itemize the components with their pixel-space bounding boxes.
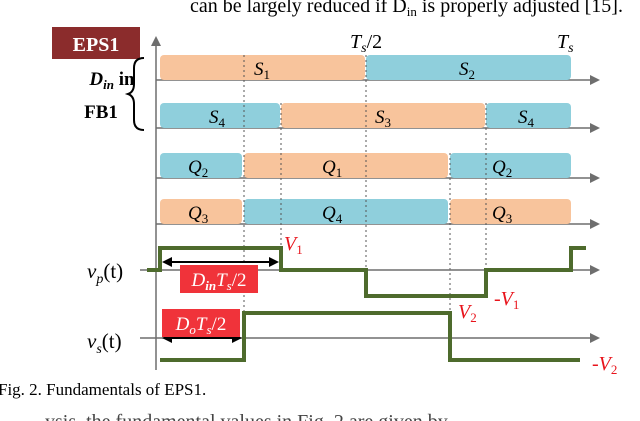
- badge-label: EPS1: [73, 34, 120, 56]
- row3-left-label: Q2: [188, 157, 208, 180]
- row1-right-label: S2: [459, 59, 475, 82]
- row1-left-label: S1: [254, 59, 270, 82]
- neg-v2-label: -V2: [592, 353, 617, 377]
- v2-label: V2: [458, 301, 477, 325]
- row3-blue-bar-right: [450, 153, 571, 178]
- row3-mid-label: Q1: [322, 157, 342, 180]
- row4-left-label: Q3: [188, 203, 208, 226]
- row3-orange-bar: [244, 153, 448, 178]
- vp-label: vp(t): [87, 259, 123, 287]
- neg-v1-label: -V1: [494, 288, 519, 312]
- do-box-label: DoTs/2: [175, 314, 227, 337]
- row3-right-label: Q2: [492, 157, 512, 180]
- row3-blue-bar-left: [160, 153, 242, 178]
- row1-orange-bar: [160, 55, 365, 80]
- row4-orange-bar-right: [450, 199, 571, 224]
- row1-blue-bar: [366, 55, 571, 80]
- din-box-label: DinTs/2: [191, 270, 247, 293]
- footer-text: ...ysis, the fundamental values in Fig. …: [30, 411, 463, 421]
- row4-blue-bar: [244, 199, 448, 224]
- vs-label: vs(t): [87, 329, 122, 357]
- fb1-label: FB1: [84, 102, 118, 123]
- curly-brace: [124, 57, 145, 131]
- vp-waveform: [147, 246, 586, 298]
- do-box: [162, 309, 240, 337]
- header-text: can be largely reduced if Din is properl…: [190, 0, 623, 19]
- row2-right-label: S4: [518, 107, 535, 130]
- row2-blue-bar-right: [486, 103, 571, 128]
- badge-bg: [52, 27, 140, 59]
- figure-caption: Fig. 2. Fundamentals of EPS1.: [0, 380, 206, 399]
- v1-label: V1: [284, 233, 303, 257]
- row2-left-label: S4: [209, 107, 226, 130]
- row2-orange-bar: [281, 103, 485, 128]
- vs-waveform: [160, 311, 580, 362]
- row2-blue-bar-left: [160, 103, 280, 128]
- din-box: [180, 265, 258, 293]
- row4-mid-label: Q4: [322, 203, 343, 226]
- row4-orange-bar-left: [160, 199, 242, 224]
- row4-right-label: Q3: [492, 203, 512, 226]
- ts-half-label: Ts/2: [350, 31, 382, 56]
- dotted-guides: [243, 55, 487, 360]
- ts-label: Ts: [557, 31, 574, 56]
- din-in-label: Din in: [88, 69, 135, 92]
- row2-mid-label: S3: [375, 107, 391, 130]
